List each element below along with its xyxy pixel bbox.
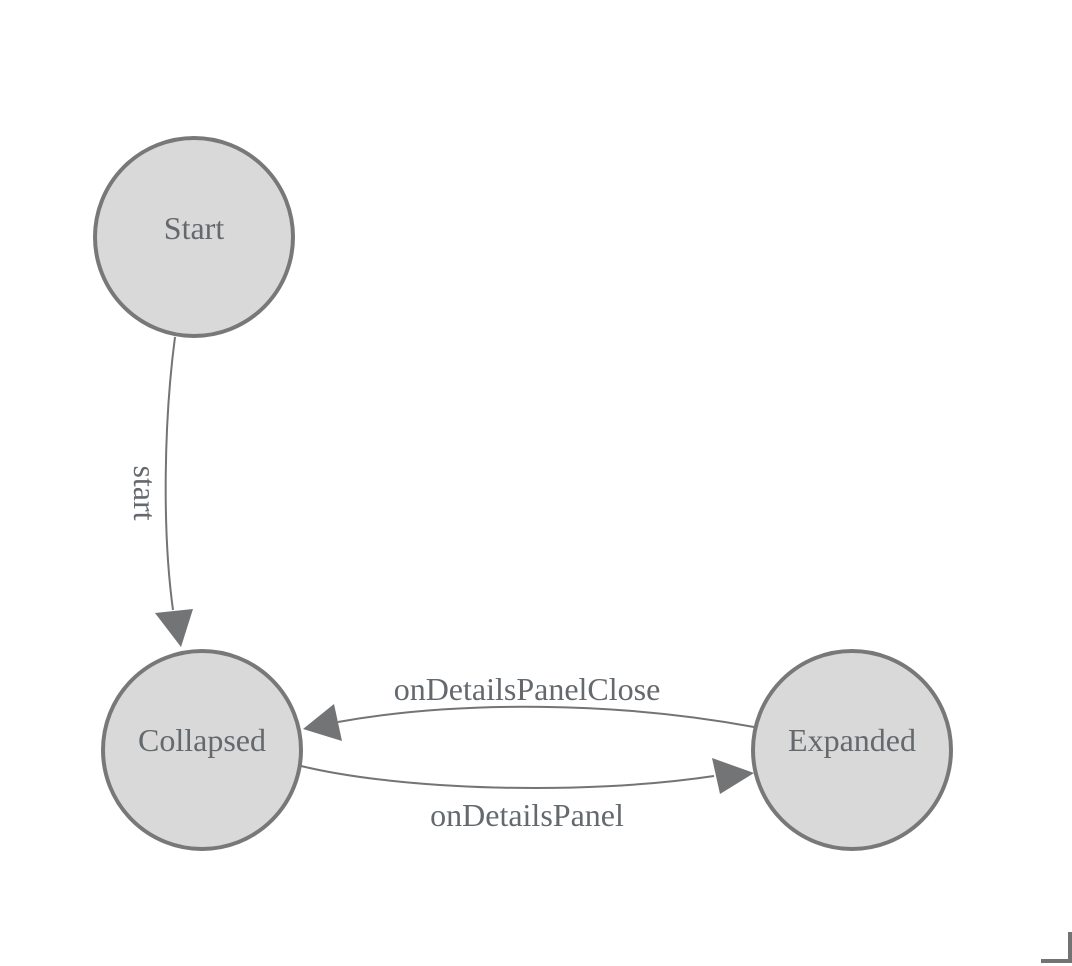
edge-start-arrowhead-icon — [155, 609, 193, 647]
node-start-label: Start — [164, 210, 225, 246]
node-expanded-label: Expanded — [788, 722, 916, 758]
edge-start-path — [164, 336, 176, 611]
edge-start-label: start — [127, 465, 163, 520]
node-start-circle[interactable] — [93, 136, 295, 338]
edge-on-details-panel-close-path — [337, 705, 755, 728]
edge-start: start — [127, 336, 193, 647]
node-collapsed: Collapsed — [101, 649, 303, 851]
edge-on-details-panel-close: onDetailsPanelClose — [303, 671, 755, 741]
edge-on-details-panel-close-label: onDetailsPanelClose — [394, 671, 661, 707]
node-expanded: Expanded — [751, 649, 953, 851]
edge-on-details-panel-path — [300, 765, 715, 790]
node-collapsed-circle[interactable] — [101, 649, 303, 851]
node-collapsed-label: Collapsed — [138, 722, 266, 758]
edge-on-details-panel: onDetailsPanel — [300, 758, 754, 833]
edge-on-details-panel-label: onDetailsPanel — [430, 797, 624, 833]
edge-on-details-panel-close-arrowhead-icon — [303, 704, 342, 741]
edge-on-details-panel-arrowhead-icon — [712, 758, 754, 794]
node-start: Start — [93, 136, 295, 338]
canvas-corner-mark — [1041, 932, 1072, 963]
node-expanded-circle[interactable] — [751, 649, 953, 851]
